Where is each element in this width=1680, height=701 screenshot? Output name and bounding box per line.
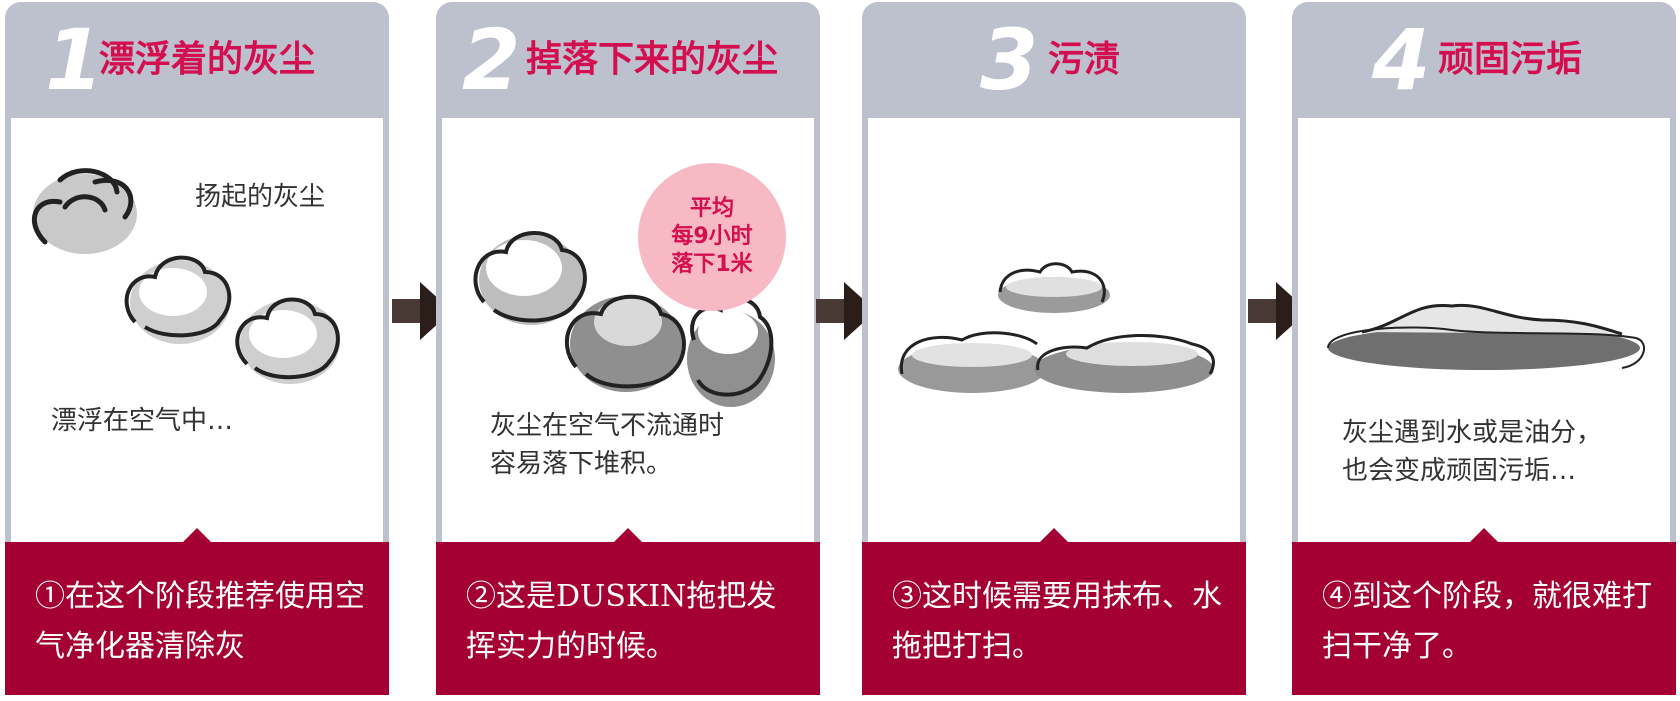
stage-note: ①在这个阶段推荐使用空气净化器清除灰 bbox=[5, 528, 389, 695]
falling-dust-3 bbox=[687, 296, 775, 407]
stage-panel-3: 3 污渍 ③这时候需要用抹布、水拖把打扫。 bbox=[862, 2, 1246, 695]
stain-icon bbox=[898, 262, 1215, 393]
falling-dust-2 bbox=[565, 294, 686, 392]
stage-note-text: ④到这个阶段，就很难打扫干净了。 bbox=[1322, 579, 1652, 664]
stage-note: ②这是DUSKIN拖把发挥实力的时候。 bbox=[436, 528, 820, 695]
note-pointer bbox=[1040, 528, 1068, 542]
note-pointer bbox=[1470, 528, 1498, 542]
falling-dust-1 bbox=[473, 231, 587, 325]
grime-base bbox=[1328, 326, 1640, 370]
floating-dust-3 bbox=[235, 297, 340, 384]
badge-line: 平均 bbox=[689, 196, 734, 221]
stage-caption: 漂浮在空气中… bbox=[51, 406, 234, 436]
fall-rate-badge: 平均 每9小时 落下1米 bbox=[638, 163, 786, 311]
stage-caption: 灰尘遇到水或是油分， 也会变成顽固污垢… bbox=[1342, 418, 1603, 486]
stage-number: 2 bbox=[462, 11, 521, 109]
stage-panel-2: 2 掉落下来的灰尘 平均 每9小时 落下1米 灰尘在空气不流通时 容易落下堆积。… bbox=[436, 2, 820, 695]
panel-header: 1 漂浮着的灰尘 bbox=[5, 2, 389, 118]
floating-dust-1 bbox=[31, 168, 137, 254]
grime-highlight bbox=[1361, 303, 1623, 336]
floating-dust-2 bbox=[124, 255, 232, 344]
stage-title: 漂浮着的灰尘 bbox=[99, 39, 316, 80]
arrow-right-icon bbox=[816, 282, 876, 340]
stain-right bbox=[1034, 333, 1215, 393]
stage-title: 掉落下来的灰尘 bbox=[526, 39, 779, 80]
badge-line: 落下1米 bbox=[671, 252, 753, 277]
stage-caption: 灰尘在空气不流通时 容易落下堆积。 bbox=[490, 411, 725, 479]
dust-label: 扬起的灰尘 bbox=[195, 182, 326, 212]
stage-number: 4 bbox=[1372, 11, 1431, 109]
stage-panel-1: 1 漂浮着的灰尘 扬起的灰尘 漂浮在空气中… ①在这个阶段推荐使用空气净化器清除… bbox=[5, 2, 389, 695]
stain-top bbox=[998, 262, 1110, 313]
stage-title: 顽固污垢 bbox=[1438, 39, 1583, 80]
stage-title: 污渍 bbox=[1048, 39, 1121, 80]
dust-cloud-icon bbox=[473, 231, 775, 407]
stage-note-text: ③这时候需要用抹布、水拖把打扫。 bbox=[892, 579, 1222, 664]
stage-note-text: ②这是DUSKIN拖把发挥实力的时候。 bbox=[466, 579, 777, 664]
panel-header: 3 污渍 bbox=[862, 2, 1246, 118]
stage-note: ④到这个阶段，就很难打扫干净了。 bbox=[1292, 528, 1676, 695]
grime-icon bbox=[1327, 303, 1646, 370]
panel-header: 2 掉落下来的灰尘 bbox=[436, 2, 820, 118]
stage-number: 3 bbox=[980, 11, 1039, 109]
badge-line: 每9小时 bbox=[671, 224, 753, 249]
note-pointer bbox=[614, 528, 642, 542]
stage-number: 1 bbox=[45, 11, 104, 109]
stage-panel-4: 4 顽固污垢 灰尘遇到水或是油分， 也会变成顽固污垢… ④到这个阶段，就很难打扫… bbox=[1292, 2, 1676, 695]
note-pointer bbox=[183, 528, 211, 542]
dust-cloud-icon bbox=[31, 168, 340, 384]
panel-header: 4 顽固污垢 bbox=[1292, 2, 1676, 118]
stage-note: ③这时候需要用抹布、水拖把打扫。 bbox=[862, 528, 1246, 695]
stage-note-text: ①在这个阶段推荐使用空气净化器清除灰 bbox=[35, 579, 365, 664]
stain-left bbox=[898, 331, 1046, 393]
